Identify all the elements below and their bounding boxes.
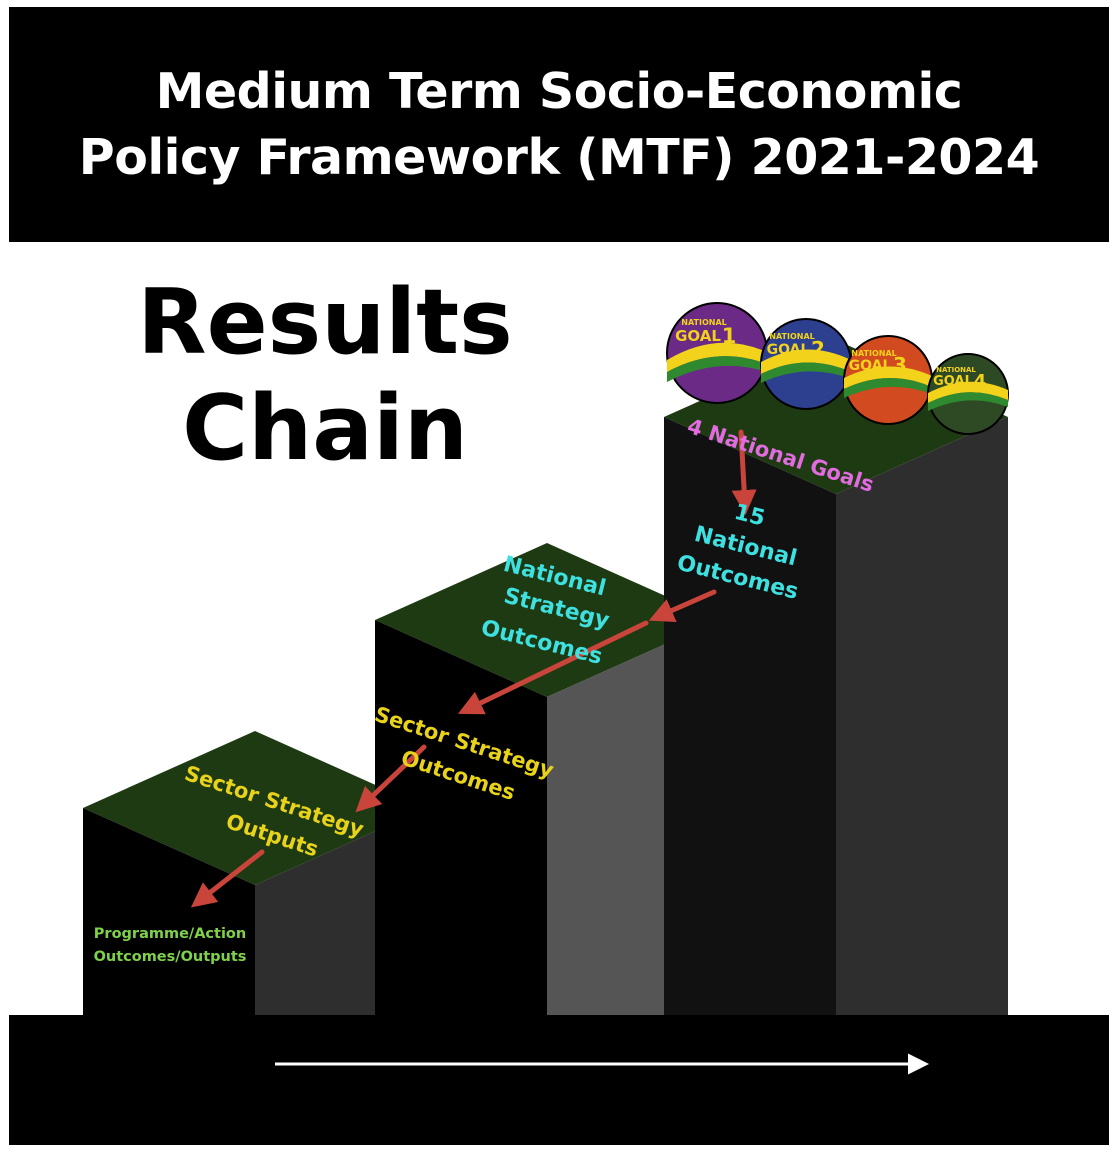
- goal-4-number: 4: [974, 371, 987, 392]
- progress-direction-arrow: [275, 1053, 929, 1075]
- step-3-left-face: [664, 417, 836, 1020]
- goal-4-goal: GOAL: [933, 374, 973, 389]
- goal-badge-2: NATIONAL GOAL 2: [760, 318, 852, 410]
- label-programme: Programme/Action Outcomes/Outputs: [94, 926, 247, 965]
- arrow-strategy-to-sector: [457, 620, 649, 715]
- goal-1-number: 1: [722, 324, 737, 348]
- goal-1-label: NATIONAL: [681, 318, 726, 327]
- title-banner: Medium Term Socio-Economic Policy Framew…: [9, 7, 1109, 242]
- goal-badge-1: NATIONAL GOAL 1: [666, 302, 768, 404]
- heading-line-2: Chain: [182, 376, 468, 481]
- step-1: [83, 731, 427, 1020]
- title-line-1: Medium Term Socio-Economic: [155, 62, 963, 120]
- goal-3-label: NATIONAL: [851, 349, 896, 358]
- goal-4-label: NATIONAL: [936, 366, 976, 374]
- goal-3-goal: GOAL: [849, 358, 892, 374]
- title-line-2: Policy Framework (MTF) 2021-2024: [78, 128, 1040, 186]
- step-3-right-face: [836, 417, 1008, 1020]
- goal-badge-4: NATIONAL GOAL 4: [927, 353, 1009, 435]
- step-1-left-face: [83, 808, 255, 1020]
- programme-line-1: Programme/Action: [94, 926, 246, 942]
- arrow-goals-to-outcomes: [731, 429, 757, 515]
- footer-band: [9, 1015, 1109, 1145]
- arrow-outputs-to-programme: [190, 849, 265, 908]
- goal-badge-3: NATIONAL GOAL 3: [843, 335, 933, 425]
- arrow-outcomes-to-strategy: [648, 589, 717, 623]
- programme-line-2: Outcomes/Outputs: [94, 949, 247, 965]
- step-2-left-face: [375, 620, 547, 1020]
- goal-2-label: NATIONAL: [769, 332, 814, 341]
- arrow-sector-to-outputs: [355, 744, 427, 813]
- goal-2-goal: GOAL: [767, 342, 810, 358]
- goal-1-goal: GOAL: [675, 327, 721, 345]
- goal-2-number: 2: [811, 337, 825, 361]
- goal-3-number: 3: [893, 353, 907, 377]
- chain-arrows: [190, 429, 757, 908]
- heading-line-1: Results: [137, 270, 513, 375]
- results-chain-heading: Results Chain: [110, 270, 540, 482]
